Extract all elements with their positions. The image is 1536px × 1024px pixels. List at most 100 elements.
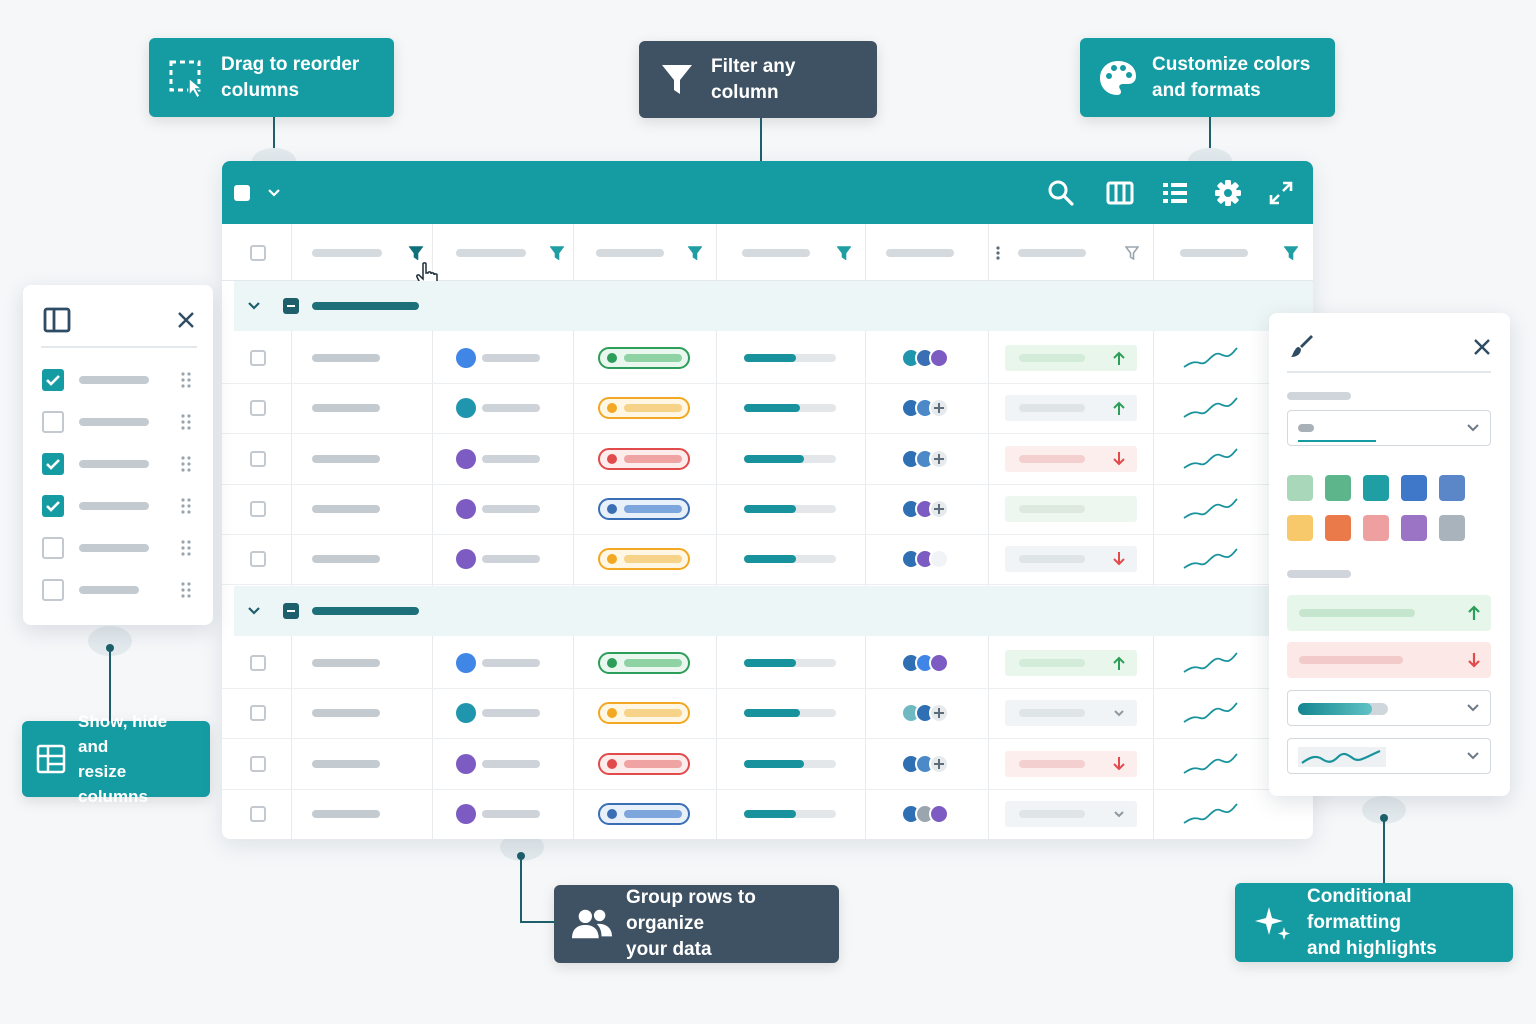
color-swatch[interactable] [1325,475,1351,501]
sparkline [1182,700,1238,726]
sparkline [1182,395,1238,421]
table-row[interactable] [222,789,1313,839]
filter-icon[interactable] [408,246,424,261]
close-icon[interactable] [1473,338,1491,356]
column-visibility-checkbox[interactable] [42,579,64,601]
add-avatar-icon[interactable] [929,498,949,519]
add-avatar-icon[interactable] [929,398,949,419]
chevron-down-icon[interactable] [247,299,261,311]
filter-icon[interactable] [549,246,565,261]
status-badge [598,347,690,369]
row-checkbox[interactable] [250,350,266,366]
avatar [456,348,476,368]
color-swatch[interactable] [1325,515,1351,541]
columns-icon[interactable] [1104,177,1136,209]
row-checkbox[interactable] [250,450,266,467]
group-collapse-checkbox[interactable] [283,603,299,619]
select-all-toolbar-checkbox[interactable] [234,185,250,201]
drag-handle-icon[interactable] [181,582,191,598]
table-row[interactable] [222,739,1313,790]
chevron-down-icon[interactable] [247,604,261,616]
status-badge [598,752,690,775]
search-icon[interactable] [1045,177,1077,209]
status-badge [598,702,690,725]
add-avatar-icon[interactable] [929,448,949,469]
drag-handle-icon[interactable] [181,498,191,514]
table-row[interactable] [222,688,1313,740]
drag-handle-icon[interactable] [181,540,191,556]
column-visibility-checkbox[interactable] [42,369,64,391]
panel-layout-icon [43,307,71,333]
drag-select-icon [167,58,207,98]
drag-handle-icon[interactable] [181,372,191,388]
column-name [79,586,139,594]
gear-icon[interactable] [1212,177,1244,209]
row-checkbox[interactable] [250,500,266,517]
table-row[interactable] [222,638,1313,689]
color-swatch[interactable] [1287,475,1313,501]
drag-handle-icon[interactable] [181,456,191,472]
filter-icon[interactable] [1124,246,1140,261]
column-header-label [886,249,954,257]
rule-decrease[interactable] [1287,642,1491,678]
row-checkbox[interactable] [250,705,266,722]
table-row[interactable] [222,434,1313,485]
column-divider [988,224,989,839]
brush-icon [1291,335,1313,357]
sparkline-style-select[interactable] [1287,738,1491,774]
column-divider [291,224,292,839]
row-checkbox[interactable] [250,755,266,772]
table-row[interactable] [222,383,1313,435]
column-visibility-checkbox[interactable] [42,495,64,517]
color-swatch[interactable] [1401,515,1427,541]
row-checkbox[interactable] [250,655,266,671]
palette-icon [1098,58,1138,98]
filter-icon[interactable] [1283,246,1299,261]
chevron-down-icon[interactable] [267,187,281,199]
column-visibility-panel [23,285,213,625]
column-name [79,544,149,552]
bar-style-select[interactable] [1287,690,1491,726]
color-swatch[interactable] [1363,475,1389,501]
trend-indicator [1005,395,1137,422]
table-row[interactable] [222,333,1313,384]
status-badge [598,548,690,571]
rule-increase[interactable] [1287,595,1491,631]
add-avatar-icon[interactable] [929,753,949,774]
column-visibility-checkbox[interactable] [42,453,64,475]
expand-icon[interactable] [1265,177,1297,209]
progress-bar [744,759,836,768]
column-visibility-checkbox[interactable] [42,537,64,559]
filter-icon[interactable] [836,246,852,261]
list-icon[interactable] [1159,177,1191,209]
group-collapse-checkbox[interactable] [283,298,299,314]
color-swatch[interactable] [1439,515,1465,541]
cell-text [312,354,380,362]
color-swatch[interactable] [1363,515,1389,541]
close-icon[interactable] [177,311,195,329]
sparkle-icon [1253,903,1293,943]
sparkline [1182,801,1238,827]
group-label [312,607,419,615]
header-checkbox[interactable] [250,245,266,261]
callout-columns-line2: resize columns [78,762,148,806]
trend-indicator [1005,800,1137,827]
avatar [929,348,949,368]
avatar [456,549,476,570]
format-select[interactable] [1287,410,1491,446]
row-checkbox[interactable] [250,805,266,822]
drag-handle-icon[interactable] [181,414,191,430]
filter-icon[interactable] [687,246,703,261]
table-row[interactable] [222,484,1313,535]
color-swatch[interactable] [1439,475,1465,501]
row-checkbox[interactable] [250,551,266,568]
row-checkbox[interactable] [250,400,266,417]
drag-handle-icon[interactable] [996,245,1000,261]
color-swatch[interactable] [1401,475,1427,501]
avatar [929,549,949,570]
color-swatch[interactable] [1287,515,1313,541]
add-avatar-icon[interactable] [929,703,949,724]
table-row[interactable] [222,534,1313,586]
cell-text [312,809,380,818]
column-visibility-checkbox[interactable] [42,411,64,433]
